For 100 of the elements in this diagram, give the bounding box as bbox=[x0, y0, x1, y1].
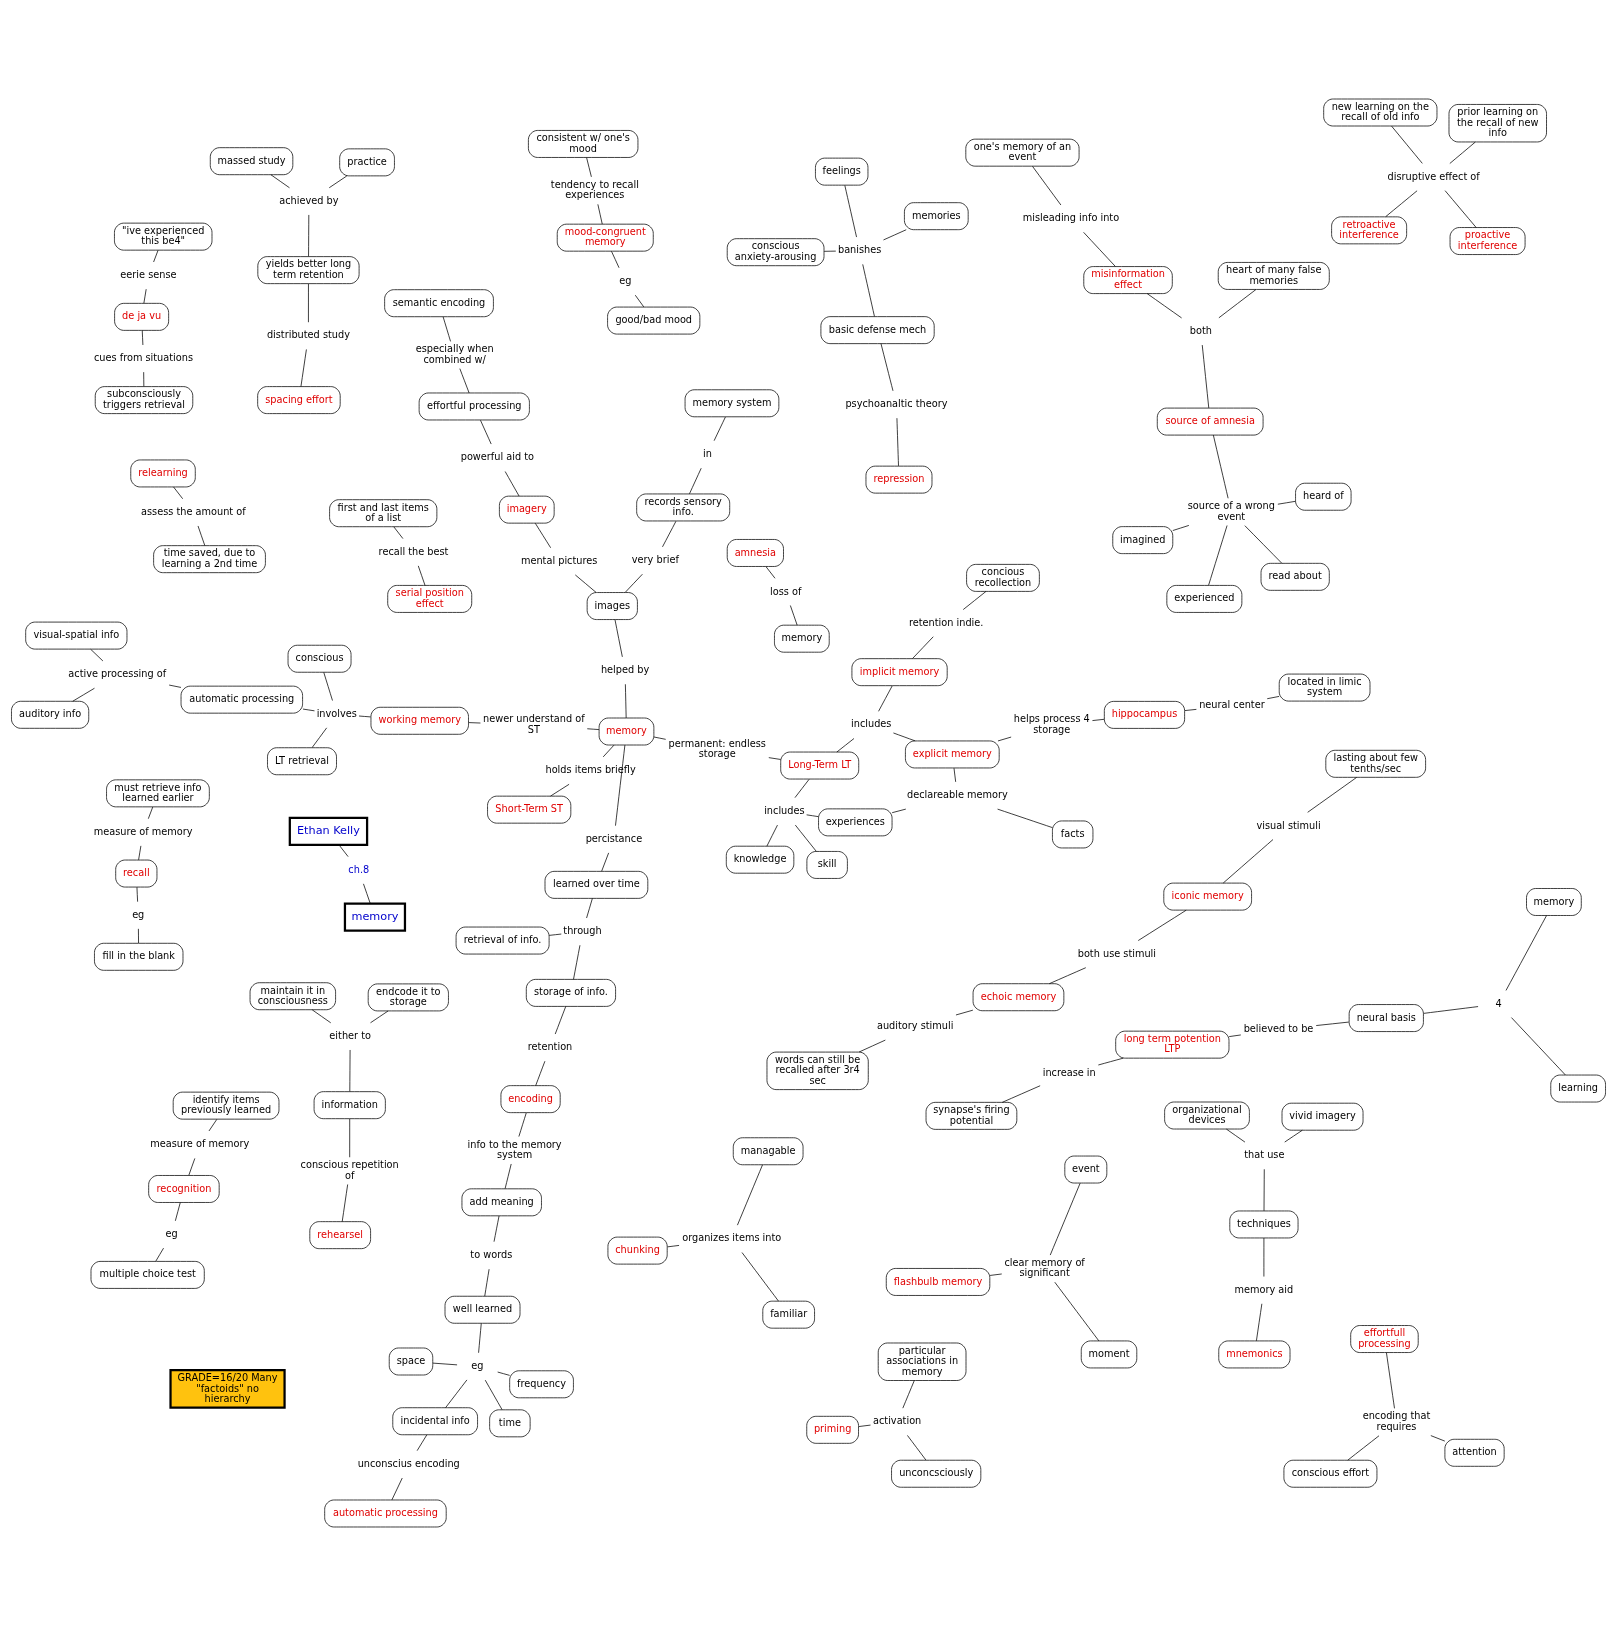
connector bbox=[614, 619, 623, 658]
connector bbox=[153, 249, 159, 263]
node-box: particular associations in memory bbox=[877, 1342, 967, 1381]
node-box: moment bbox=[1080, 1340, 1138, 1369]
connector bbox=[484, 1379, 503, 1411]
connector bbox=[311, 1009, 332, 1024]
connector bbox=[1137, 909, 1187, 941]
node-box: read about bbox=[1260, 562, 1330, 591]
connector bbox=[341, 1184, 349, 1222]
node-box: managable bbox=[732, 1137, 804, 1166]
connector bbox=[197, 525, 206, 546]
node-text: very brief bbox=[631, 554, 679, 566]
node-box: event bbox=[1064, 1155, 1108, 1184]
connector bbox=[1226, 1128, 1246, 1143]
node-box: images bbox=[586, 592, 638, 620]
connector bbox=[478, 1323, 482, 1354]
connector bbox=[175, 1202, 181, 1222]
connector bbox=[535, 1060, 546, 1086]
node-text: misleading info into bbox=[1022, 212, 1120, 224]
node-text: includes bbox=[764, 804, 805, 816]
connector bbox=[713, 416, 726, 442]
connector bbox=[662, 520, 677, 548]
connector bbox=[138, 928, 139, 944]
connector bbox=[1218, 289, 1257, 319]
node-box: memory bbox=[1526, 888, 1582, 916]
connector bbox=[1307, 777, 1357, 813]
node-box: Long-Term LT bbox=[780, 751, 860, 780]
connector bbox=[997, 736, 1012, 742]
connector bbox=[308, 214, 310, 257]
node-box: conscious bbox=[287, 644, 352, 673]
connector bbox=[550, 783, 570, 797]
connector bbox=[573, 944, 581, 980]
connector bbox=[358, 715, 372, 718]
connector bbox=[844, 185, 857, 238]
node-box: mnemonics bbox=[1218, 1340, 1291, 1369]
connector bbox=[907, 1435, 927, 1461]
connector bbox=[602, 744, 615, 758]
connector bbox=[601, 852, 610, 872]
connector bbox=[208, 1118, 218, 1132]
node-box: endcode it to storage bbox=[367, 983, 449, 1012]
node-box: words can still be recalled after 3r4 sec bbox=[766, 1051, 869, 1090]
connector bbox=[1423, 1006, 1479, 1014]
node-text: includes bbox=[851, 718, 892, 730]
node-text: neural center bbox=[1199, 699, 1265, 711]
node-text: eerie sense bbox=[120, 269, 177, 281]
node-text: organizes items into bbox=[682, 1232, 782, 1244]
node-box: de ja vu bbox=[114, 302, 169, 331]
connector bbox=[554, 1006, 567, 1035]
connector bbox=[586, 157, 592, 178]
node-box: practice bbox=[339, 148, 395, 177]
connector bbox=[858, 1424, 871, 1427]
connector bbox=[1505, 915, 1547, 991]
connector bbox=[168, 684, 182, 688]
connector bbox=[1097, 1057, 1124, 1066]
node-box: memory bbox=[598, 717, 655, 746]
connector bbox=[893, 732, 916, 742]
node-box: heard of bbox=[1295, 482, 1352, 511]
connector bbox=[615, 744, 626, 827]
node-box: add meaning bbox=[461, 1188, 542, 1217]
node-box: synapse's firing potential bbox=[925, 1101, 1018, 1130]
node-box: LT retrieval bbox=[267, 747, 337, 776]
connector bbox=[493, 1215, 500, 1243]
node-box: identify items previously learned bbox=[172, 1091, 280, 1120]
connector bbox=[1054, 1281, 1100, 1342]
connector bbox=[1244, 525, 1283, 564]
connector bbox=[1208, 525, 1228, 586]
connector bbox=[1001, 1085, 1041, 1103]
connector bbox=[765, 566, 776, 579]
connector bbox=[1146, 293, 1182, 319]
node-text: percistance bbox=[585, 832, 643, 844]
connector bbox=[955, 1009, 974, 1016]
node-box: Ethan Kelly bbox=[288, 816, 369, 846]
node-box: imagery bbox=[499, 495, 555, 524]
node-text: declareable memory bbox=[907, 789, 1008, 801]
node-text: retention bbox=[527, 1041, 573, 1053]
node-text: measure of memory bbox=[93, 825, 193, 837]
node-text: info to the memory system bbox=[467, 1138, 562, 1161]
connector bbox=[1511, 1017, 1566, 1076]
node-text: psychoanaltic theory bbox=[845, 398, 948, 410]
connector bbox=[624, 573, 643, 593]
node-box: memory bbox=[774, 624, 830, 653]
node-box: misinformation effect bbox=[1083, 266, 1173, 294]
connector bbox=[1212, 434, 1229, 499]
node-box: neural basis bbox=[1348, 1004, 1424, 1032]
node-text: that use bbox=[1244, 1149, 1285, 1161]
node-box: mood-congruent memory bbox=[556, 223, 654, 252]
connector bbox=[1032, 165, 1062, 206]
node-box: unconcsciously bbox=[891, 1459, 982, 1488]
node-box: experienced bbox=[1166, 585, 1243, 613]
node-box: chunking bbox=[607, 1236, 668, 1265]
connector bbox=[270, 174, 290, 189]
node-text: eg bbox=[619, 275, 632, 287]
connector bbox=[1391, 125, 1423, 164]
node-box: basic defense mech bbox=[820, 316, 935, 344]
connector bbox=[878, 685, 893, 712]
node-box: relearning bbox=[130, 459, 196, 488]
connector bbox=[574, 574, 597, 593]
node-box: time saved, due to learning a 2nd time bbox=[153, 545, 266, 574]
node-text: either to bbox=[329, 1029, 371, 1041]
connector bbox=[147, 806, 154, 820]
